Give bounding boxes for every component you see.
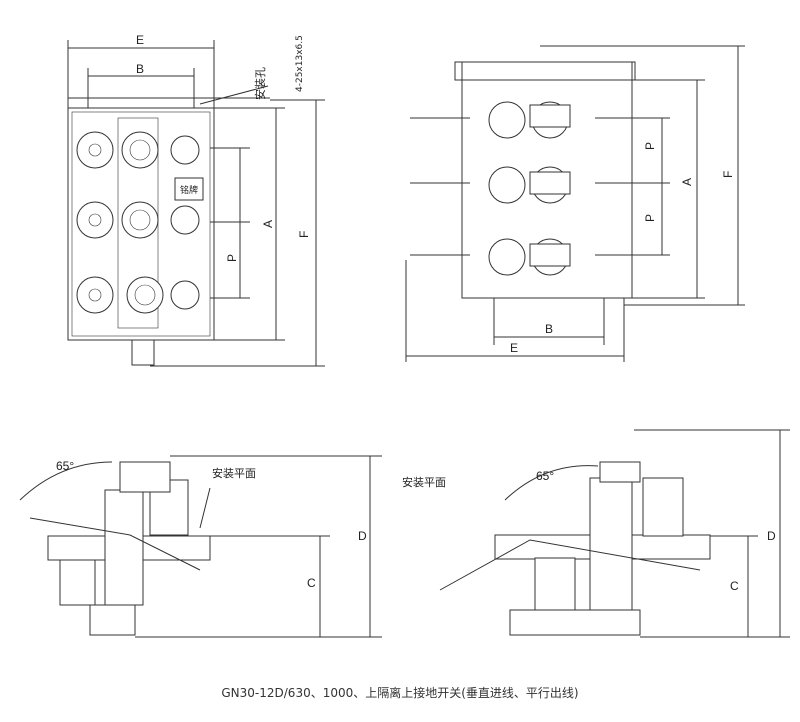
insulator-column-mid (121, 131, 200, 314)
dim-B: B (136, 62, 144, 76)
dim-D: D (358, 529, 367, 543)
dim-E: E (510, 341, 518, 355)
dim-F: F (721, 171, 735, 178)
mounting-hole-label: 安装孔 (253, 67, 267, 100)
drawing-caption: GN30-12D/630、1000、上隔离上接地开关(垂直进线、平行出线) (221, 686, 579, 700)
bottom-right-view: 65° 安装平面 D C (402, 429, 790, 638)
bottom-left-view: 65° 安装平面 D C (19, 455, 382, 638)
side-view: P P A F B E (405, 45, 745, 362)
front-view: E B A P F 铭牌 安装孔 4-25x13x6.5 (67, 33, 325, 367)
mount-plane-label: 安装平面 (402, 475, 446, 489)
dim-F: F (297, 231, 311, 238)
mount-plane-label: 安装平面 (212, 466, 256, 480)
dim-P-lower: P (643, 214, 657, 222)
dim-E: E (136, 33, 144, 47)
dim-P-upper: P (643, 142, 657, 150)
dim-C: C (730, 579, 739, 593)
side-insulators (488, 101, 571, 276)
dim-A: A (261, 220, 275, 228)
angle-label: 65° (536, 469, 554, 483)
insulator-stack-right (534, 477, 684, 616)
mounting-hole-spec: 4-25x13x6.5 (295, 35, 305, 92)
insulator-stack-left (59, 479, 189, 606)
nameplate-label: 铭牌 (180, 184, 198, 196)
dim-A: A (680, 178, 694, 186)
dim-B: B (545, 322, 553, 336)
angle-label: 65° (56, 459, 74, 473)
insulator-column-left (76, 131, 114, 314)
dim-P: P (225, 254, 239, 262)
dim-C: C (307, 576, 316, 590)
dim-D: D (767, 529, 776, 543)
